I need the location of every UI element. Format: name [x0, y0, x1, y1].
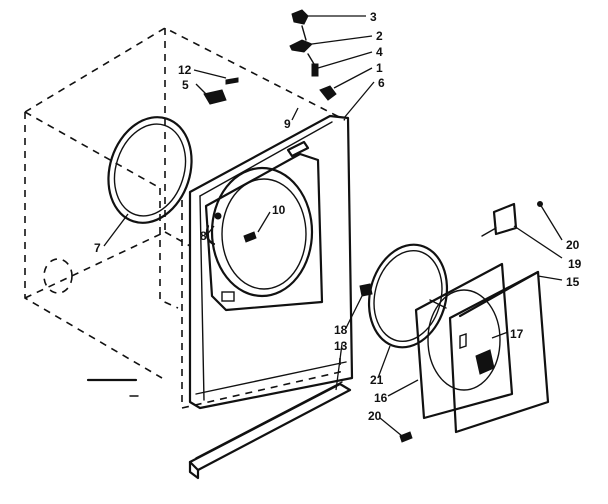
callout-3: 3	[370, 10, 377, 24]
callout-8: 8	[200, 229, 207, 243]
front-panel	[188, 114, 354, 410]
door-assembly	[359, 201, 550, 443]
callout-18: 18	[334, 323, 348, 337]
callout-6: 6	[378, 76, 385, 90]
callout-15: 15	[566, 275, 580, 289]
top-hardware	[203, 9, 337, 105]
callout-2: 2	[376, 29, 383, 43]
callout-13: 13	[334, 339, 348, 353]
callout-10: 10	[272, 203, 286, 217]
leader-lines	[103, 15, 563, 437]
callout-4: 4	[376, 45, 383, 59]
callout-19: 19	[568, 257, 582, 271]
callout-16: 16	[374, 391, 388, 405]
callout-5: 5	[182, 78, 189, 92]
callout-9: 9	[284, 117, 291, 131]
callout-17: 17	[510, 327, 524, 341]
door-seal-ring	[107, 116, 193, 224]
callout-7: 7	[94, 241, 101, 255]
callout-20-upper: 20	[566, 238, 580, 252]
callout-20-lower: 20	[368, 409, 382, 423]
callout-21: 21	[370, 373, 384, 387]
marks	[86, 378, 139, 397]
callout-1: 1	[376, 61, 383, 75]
callout-labels: 3 2 4 1 6 12 5 9 10 8 7 20 19 15 18 13 1…	[94, 10, 582, 423]
cabinet-outline	[24, 27, 346, 409]
toe-kick-panel	[188, 381, 352, 480]
callout-12: 12	[178, 63, 192, 77]
